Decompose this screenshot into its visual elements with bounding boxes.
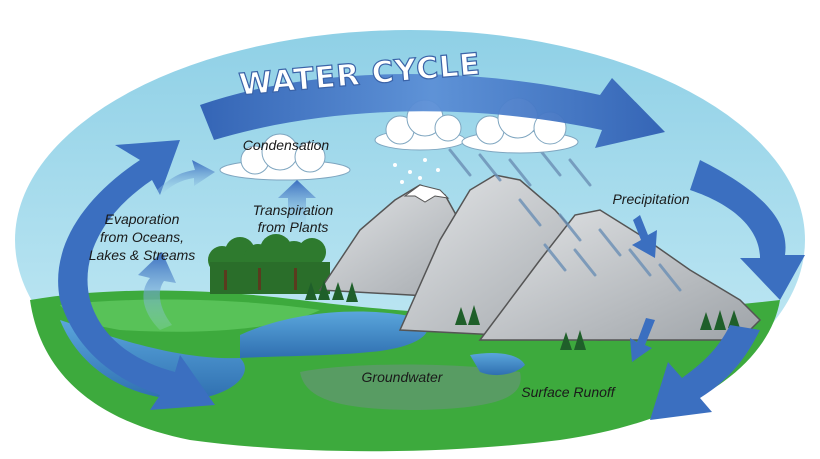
cycle-arrow-bottom-right bbox=[650, 325, 760, 420]
rain-streaks bbox=[448, 148, 682, 292]
label-surface-runoff: Surface Runoff bbox=[521, 384, 616, 400]
label-evaporation-3: Lakes & Streams bbox=[89, 247, 196, 263]
label-transpiration-2: from Plants bbox=[258, 219, 329, 235]
lake-water bbox=[240, 311, 428, 358]
label-groundwater: Groundwater bbox=[362, 369, 444, 385]
forest-trunks bbox=[224, 268, 297, 290]
cloud-rain-left bbox=[374, 99, 466, 151]
snow-dots bbox=[393, 158, 440, 184]
evaporation-arrow bbox=[138, 252, 176, 330]
label-precipitation: Precipitation bbox=[612, 191, 689, 207]
transpiration-arrow bbox=[278, 180, 316, 230]
ground-highlight bbox=[60, 299, 320, 332]
label-evaporation-1: Evaporation bbox=[105, 211, 180, 227]
label-evaporation-2: from Oceans, bbox=[100, 229, 184, 245]
stream-water bbox=[470, 353, 525, 376]
cycle-arrow-top bbox=[200, 74, 665, 148]
snow-cap bbox=[403, 184, 450, 203]
runoff-arrow bbox=[630, 318, 655, 362]
groundwater-area bbox=[300, 364, 521, 410]
cycle-arrow-right bbox=[690, 160, 805, 300]
cycle-arrow-left bbox=[58, 140, 215, 410]
label-condensation: Condensation bbox=[243, 137, 330, 153]
label-transpiration-1: Transpiration bbox=[253, 202, 334, 218]
evaporation-to-cloud-arrow bbox=[155, 160, 215, 196]
forest-left bbox=[208, 234, 330, 294]
cloud-condensation bbox=[219, 133, 351, 181]
precipitation-arrow bbox=[632, 215, 657, 258]
forest-right bbox=[305, 280, 740, 350]
